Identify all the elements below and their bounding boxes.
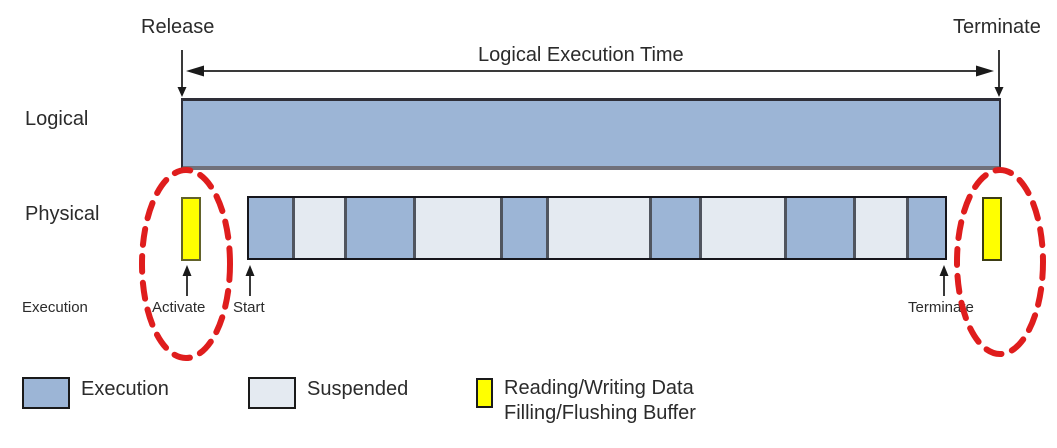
legend-buffer-label-line2: Filling/Flushing Buffer bbox=[504, 402, 696, 424]
legend-suspended: Suspended bbox=[248, 377, 408, 409]
execution-swatch bbox=[22, 377, 70, 409]
segment-suspended bbox=[699, 198, 784, 258]
legend-buffer-label-line1: Reading/Writing Data bbox=[504, 377, 694, 399]
let-double-arrow bbox=[186, 65, 994, 77]
legend-suspended-label: Suspended bbox=[307, 378, 409, 400]
legend-execution: Execution bbox=[22, 377, 169, 409]
segment-suspended bbox=[412, 198, 501, 258]
segment-execution bbox=[905, 198, 945, 258]
segment-suspended bbox=[546, 198, 649, 258]
logical-row-label: Logical bbox=[25, 108, 89, 130]
segment-execution bbox=[500, 198, 547, 258]
legend-buffer-label: Reading/Writing Data Filling/Flushing Bu… bbox=[504, 376, 696, 426]
activate-up-arrow bbox=[182, 265, 192, 296]
terminate-marker-arrow bbox=[994, 50, 1004, 97]
terminate-up-arrow bbox=[939, 265, 949, 296]
output-buffer-bar bbox=[982, 197, 1002, 261]
logical-execution-bar bbox=[181, 98, 1001, 170]
terminate-bottom-label: Terminate bbox=[908, 299, 974, 316]
buffer-swatch bbox=[476, 378, 493, 408]
start-up-arrow bbox=[245, 265, 255, 296]
input-buffer-bar bbox=[181, 197, 201, 261]
segment-execution bbox=[648, 198, 700, 258]
segment-execution bbox=[783, 198, 854, 258]
start-label: Start bbox=[233, 299, 265, 316]
physical-activity-bar bbox=[247, 196, 947, 260]
segment-execution bbox=[249, 198, 292, 258]
legend-buffer: Reading/Writing Data Filling/Flushing Bu… bbox=[476, 376, 696, 426]
physical-row-label: Physical bbox=[25, 203, 100, 225]
segment-suspended bbox=[291, 198, 345, 258]
segment-suspended bbox=[853, 198, 906, 258]
terminate-top-label: Terminate bbox=[953, 16, 1041, 38]
activate-label: Activate bbox=[152, 299, 206, 316]
release-label: Release bbox=[141, 16, 215, 38]
segment-execution bbox=[344, 198, 413, 258]
logical-execution-time-label: Logical Execution Time bbox=[478, 44, 684, 66]
release-marker-arrow bbox=[177, 50, 187, 97]
execution-axis-label: Execution bbox=[22, 299, 88, 316]
legend-execution-label: Execution bbox=[81, 378, 169, 400]
suspended-swatch bbox=[248, 377, 296, 409]
